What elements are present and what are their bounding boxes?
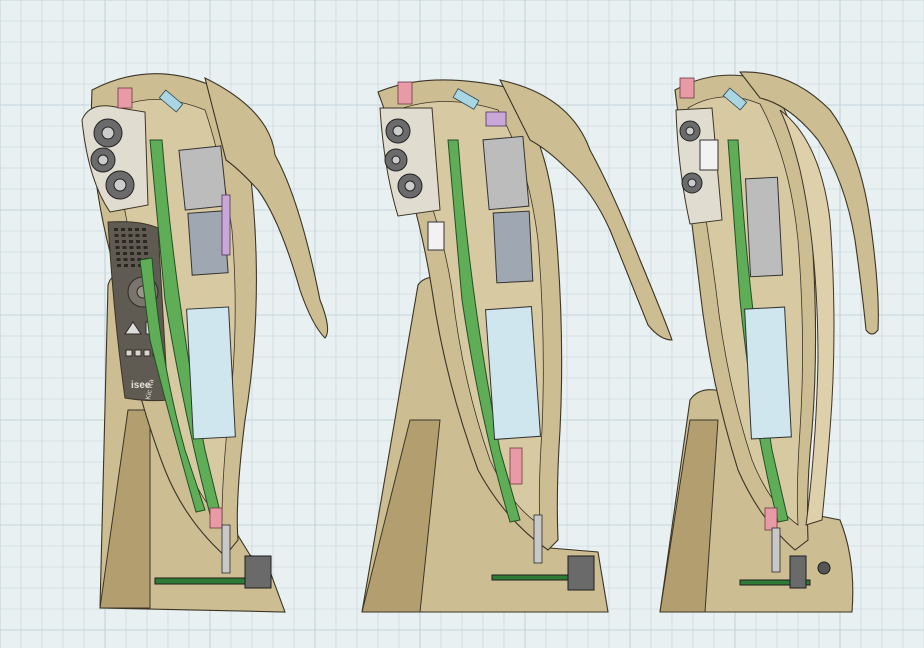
secondary-pcb (139, 257, 206, 513)
grille-hole (122, 246, 127, 249)
charging-board (739, 579, 811, 586)
handle (738, 71, 879, 335)
display-module (744, 176, 784, 278)
grille-hole (129, 240, 133, 243)
clip-pink (509, 447, 523, 485)
base-inner-wall (361, 419, 441, 613)
grille-hole (114, 228, 118, 231)
charging-connector (789, 555, 807, 589)
indicator-led (143, 349, 151, 357)
charging-connector (244, 555, 272, 589)
spring-contact (221, 524, 231, 574)
grille-hole (121, 228, 125, 231)
handle (204, 76, 329, 339)
speaker-middle (90, 147, 116, 173)
grille-hole (115, 246, 120, 249)
charging-connector (567, 555, 595, 591)
charging-board (154, 577, 246, 585)
grille-hole (137, 252, 141, 255)
speaker-top (679, 120, 701, 142)
panel-label-line2: Kic Ra (145, 379, 155, 401)
grille-hole (117, 264, 121, 267)
grille-hole (115, 240, 119, 243)
grille-hole (116, 258, 121, 261)
grille-hole (130, 252, 134, 255)
handle-front-wall (779, 109, 835, 526)
panel-label-line1: isee (131, 380, 151, 391)
speaker-middle (384, 148, 408, 172)
port-block-left (699, 139, 719, 171)
device-cutaway-right (659, 71, 879, 613)
base-inner-wall (99, 409, 151, 609)
triangle-button[interactable] (124, 321, 142, 335)
grille-hole (136, 246, 141, 249)
display-module (482, 135, 530, 211)
grille-hole (114, 234, 119, 237)
grille-hole (142, 228, 146, 231)
handle (498, 79, 673, 341)
grille-hole (128, 234, 133, 237)
speaker-cluster (81, 105, 149, 213)
battery-pack (484, 306, 542, 440)
charging-board (491, 574, 573, 581)
grille-hole (135, 234, 140, 237)
speaker-top (93, 118, 123, 148)
grille-hole (135, 228, 139, 231)
processor-module (492, 210, 534, 284)
grille-hole (138, 264, 142, 267)
main-pcb (149, 139, 223, 523)
spring-contact (771, 527, 781, 573)
indicator-led (125, 349, 133, 357)
device-cutaway-center (361, 79, 673, 613)
flex-cable-violet (221, 194, 231, 256)
clip-pink (764, 507, 778, 531)
speaker-top (385, 118, 411, 144)
indicator-led (134, 349, 142, 357)
spring-contact (533, 514, 543, 564)
sensor-cyan (722, 87, 748, 111)
grille-hole (121, 234, 126, 237)
sensor-cyan (452, 88, 480, 110)
speaker-cluster (379, 107, 441, 217)
sensor-cyan (158, 89, 184, 113)
grille-hole (144, 252, 148, 255)
battery-pack (744, 306, 792, 440)
grille-hole (129, 246, 134, 249)
grille-hole (123, 258, 128, 261)
main-pcb (447, 139, 521, 523)
speaker-cluster (675, 107, 723, 225)
grille-hole (123, 252, 127, 255)
clip-pink (209, 507, 223, 529)
device-cutaway-left: isee Kic Ra (81, 73, 329, 613)
flex-cable-violet (485, 111, 507, 127)
speaker-grille (114, 228, 149, 267)
connector-pink (397, 81, 413, 105)
speaker-bottom (681, 172, 703, 194)
grille-hole (143, 240, 147, 243)
grille-hole (143, 246, 148, 249)
connector-pink (117, 87, 133, 109)
grille-hole (122, 240, 126, 243)
base-inner-wall (659, 419, 719, 613)
speaker-bottom (105, 170, 135, 200)
grille-hole (130, 258, 135, 261)
port-block-left (427, 221, 445, 251)
connector-pink (679, 77, 695, 99)
grille-hole (131, 264, 135, 267)
grille-hole (116, 252, 120, 255)
grille-hole (124, 264, 128, 267)
speaker-bottom (397, 173, 423, 199)
grille-hole (128, 228, 132, 231)
screw-hole (817, 561, 831, 575)
grille-hole (136, 240, 140, 243)
grille-hole (137, 258, 142, 261)
display-module (178, 145, 228, 211)
grille-hole (142, 234, 147, 237)
battery-pack (186, 306, 236, 440)
